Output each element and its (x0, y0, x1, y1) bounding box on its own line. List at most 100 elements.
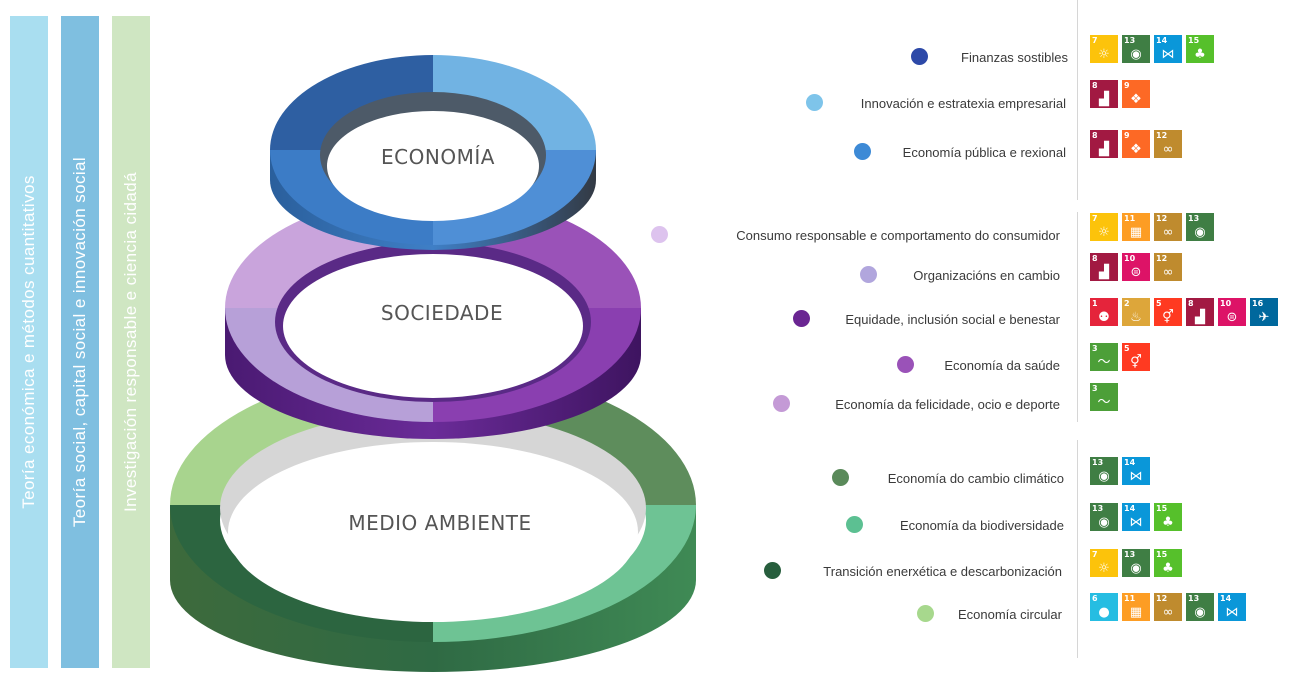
eye-globe-icon: ◉ (1098, 515, 1110, 530)
topic-color-dot (651, 226, 668, 243)
infinity-icon: ∞ (1162, 605, 1174, 620)
sdg-number: 14 (1124, 458, 1136, 467)
sdg-number: 9 (1124, 131, 1130, 140)
topic-color-dot (793, 310, 810, 327)
sdg-number: 9 (1124, 81, 1130, 90)
sdg-number: 13 (1092, 458, 1104, 467)
sdg-number: 8 (1092, 81, 1098, 90)
group-divider-medio-ambiente (1077, 440, 1078, 658)
sdg-number: 14 (1124, 504, 1136, 513)
sdg-icon-group: 3〜 (1090, 383, 1118, 411)
gender-icon: ⚥ (1162, 310, 1174, 325)
topic-color-dot (773, 395, 790, 412)
sdg-7-sun-icon: 7☼ (1090, 213, 1118, 241)
infinity-icon: ∞ (1162, 225, 1174, 240)
sdg-icon-group: 1⚉2♨5⚥8▟10⊜16✈ (1090, 298, 1278, 326)
topic-color-dot (897, 356, 914, 373)
sdg-16-dove-icon: 16✈ (1250, 298, 1278, 326)
cubes-icon: ❖ (1130, 92, 1142, 107)
sdg-number: 5 (1156, 299, 1162, 308)
sdg-number: 2 (1124, 299, 1130, 308)
sdg-number: 8 (1188, 299, 1194, 308)
sdg-13-eye-globe-icon: 13◉ (1186, 593, 1214, 621)
topic-label: Economía do cambio climático (887, 470, 1064, 486)
sdg-13-eye-globe-icon: 13◉ (1090, 503, 1118, 531)
people-icon: ⚉ (1098, 310, 1110, 325)
topic-label: Organizacións en cambio (913, 267, 1060, 283)
sdg-13-eye-globe-icon: 13 ◉ (1090, 457, 1118, 485)
fish-icon: ⋈ (1129, 469, 1143, 484)
heartbeat-icon: 〜 (1097, 395, 1111, 410)
fish-icon: ⋈ (1161, 47, 1175, 62)
topic-label: Economía pública e rexional (902, 144, 1066, 160)
topic-row: Organizacións en cambio (882, 264, 1060, 286)
topic-label: Consumo responsable e comportamento do c… (736, 227, 1060, 243)
sdg-number: 12 (1156, 214, 1168, 223)
topic-row: Economía da saúde (919, 354, 1060, 376)
fish-icon: ⋈ (1225, 605, 1239, 620)
tree-icon: ♣ (1162, 515, 1174, 530)
sdg-number: 7 (1092, 550, 1098, 559)
sdg-number: 14 (1156, 36, 1168, 45)
sdg-7-sun-icon: 7☼ (1090, 549, 1118, 577)
sdg-icon-group: 8▟9❖12∞ (1090, 130, 1182, 158)
sdg-number: 10 (1220, 299, 1232, 308)
tree-icon: ♣ (1162, 561, 1174, 576)
sdg-14-fish-icon: 14 ⋈ (1218, 593, 1246, 621)
topic-row: Finanzas sostibles (933, 46, 1068, 68)
infinity-icon: ∞ (1162, 142, 1174, 157)
sdg-icon-group: 7☼13◉15♣ (1090, 549, 1182, 577)
sdg-15-tree-icon: 15♣ (1186, 35, 1214, 63)
topic-row: Economía circular (939, 603, 1062, 625)
sdg-1-people-icon: 1⚉ (1090, 298, 1118, 326)
sdg-number: 15 (1188, 36, 1200, 45)
sdg-number: 12 (1156, 594, 1168, 603)
growth-chart-icon: ▟ (1099, 142, 1109, 157)
sdg-7-sun-icon: 7☼ (1090, 35, 1118, 63)
sdg-number: 11 (1124, 214, 1136, 223)
eye-globe-icon: ◉ (1098, 469, 1110, 484)
sun-icon: ☼ (1098, 47, 1110, 62)
ring-label-economia: ECONOMÍA (381, 145, 495, 169)
sdg-2-bowl-icon: 2♨ (1122, 298, 1150, 326)
group-divider-sociedade (1077, 212, 1078, 422)
eye-globe-icon: ◉ (1194, 225, 1206, 240)
sdg-number: 15 (1156, 550, 1168, 559)
topic-row: Economía da felicidade, ocio e deporte (795, 393, 1060, 415)
sdg-15-tree-icon: 15 ♣ (1154, 549, 1182, 577)
growth-chart-icon: ▟ (1099, 92, 1109, 107)
sdg-13-eye-globe-icon: 13◉ (1122, 35, 1150, 63)
cubes-icon: ❖ (1130, 142, 1142, 157)
sdg-number: 8 (1092, 254, 1098, 263)
sdg-number: 6 (1092, 594, 1098, 603)
growth-chart-icon: ▟ (1099, 265, 1109, 280)
water-drop-icon: ● (1098, 605, 1110, 620)
band-label: Teoría social, capital social e innovaci… (70, 156, 89, 528)
topic-label: Finanzas sostibles (961, 49, 1068, 65)
bowl-icon: ♨ (1130, 310, 1142, 325)
topic-label: Economía circular (957, 606, 1062, 622)
sdg-13-eye-globe-icon: 13◉ (1186, 213, 1214, 241)
sdg-number: 3 (1092, 384, 1098, 393)
sun-icon: ☼ (1098, 561, 1110, 576)
sdg-number: 12 (1156, 131, 1168, 140)
sdg-11-buildings-icon: 11▦ (1122, 213, 1150, 241)
sdg-number: 7 (1092, 214, 1098, 223)
ring-label-sociedade: SOCIEDADE (381, 301, 503, 325)
sdg-icon-group: 8▟10⊜12∞ (1090, 253, 1182, 281)
sdg-number: 13 (1188, 594, 1200, 603)
topic-color-dot (911, 48, 928, 65)
sdg-6-water-drop-icon: 6● (1090, 593, 1118, 621)
sdg-number: 10 (1124, 254, 1136, 263)
sdg-8-growth-chart-icon: 8▟ (1090, 80, 1118, 108)
sdg-icon-group: 7☼13◉ 14 ⋈ 15♣ (1090, 35, 1214, 63)
gender-icon: ⚥ (1130, 355, 1142, 370)
sdg-icon-group: 13◉14⋈15♣ (1090, 503, 1182, 531)
sdg-9-cubes-icon: 9❖ (1122, 130, 1150, 158)
band-responsible-research: Investigación responsable e ciencia cida… (112, 16, 150, 668)
sdg-number: 15 (1156, 504, 1168, 513)
sdg-number: 14 (1220, 594, 1232, 603)
topic-label: Transición enerxética e descarbonización (823, 563, 1062, 579)
topic-row: Innovación e estratexia empresarial (828, 92, 1066, 114)
sdg-number: 16 (1252, 299, 1264, 308)
